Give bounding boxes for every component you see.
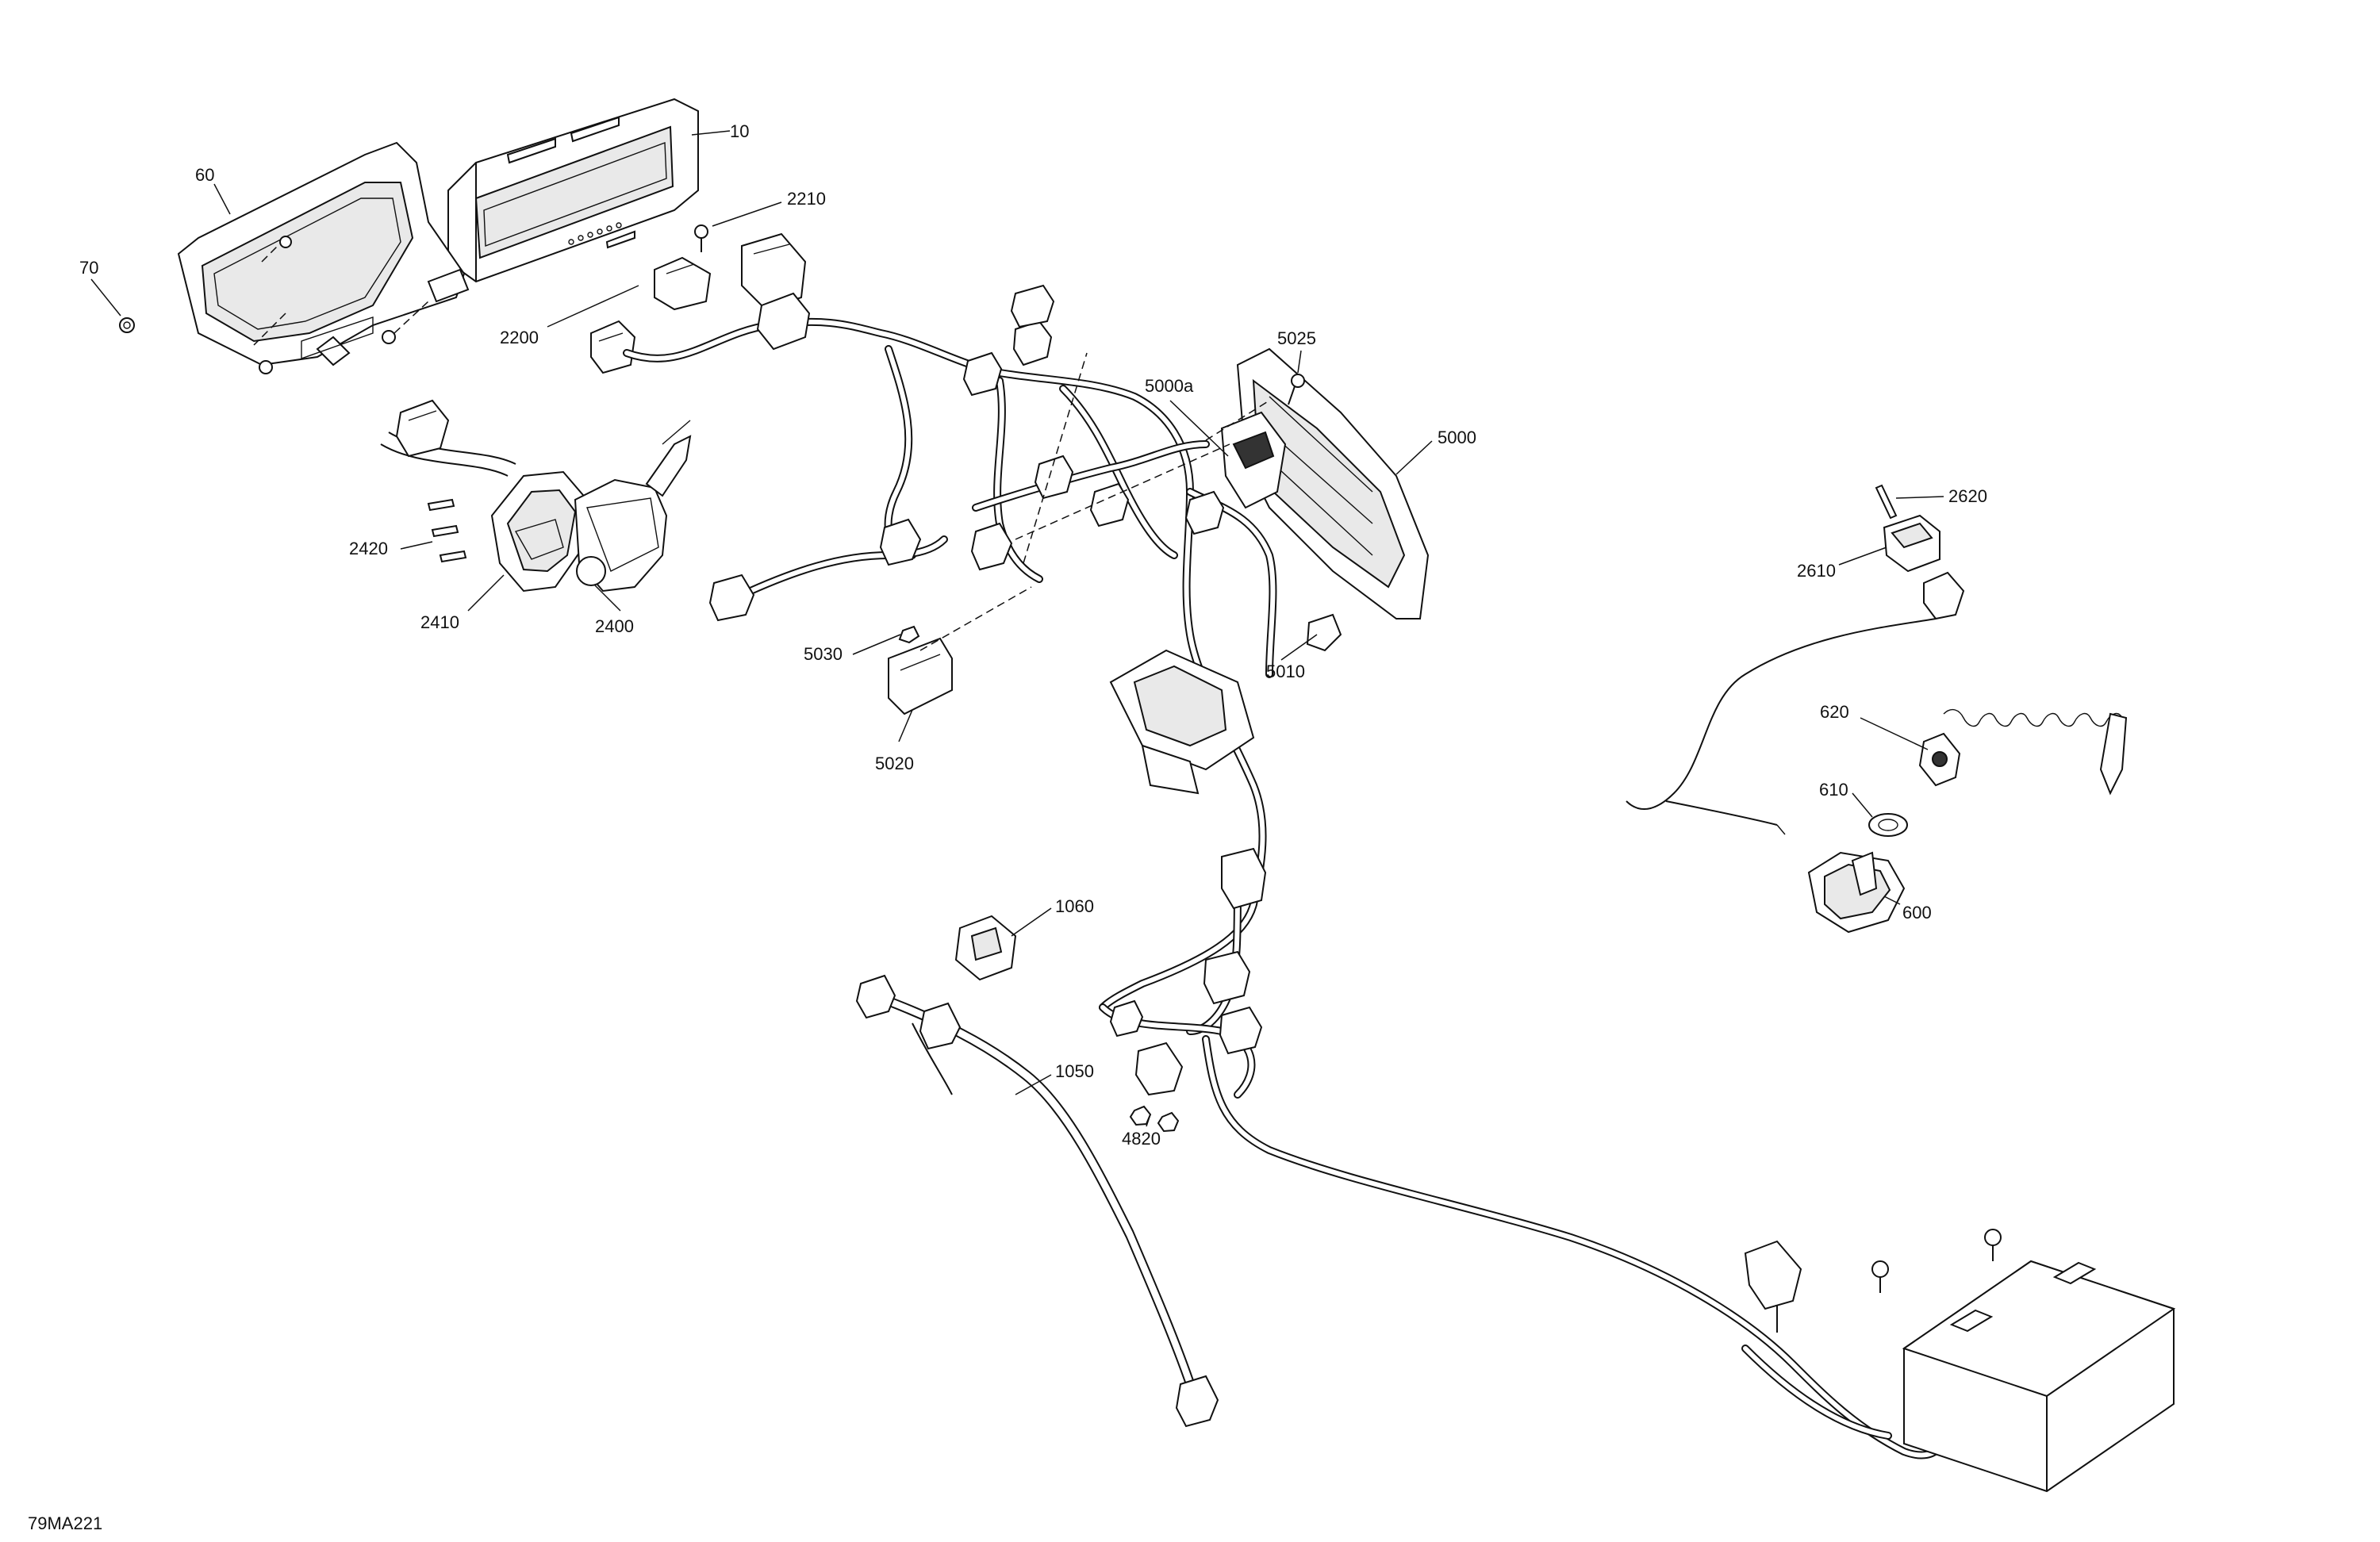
callout-2620: 2620 [1948,486,1987,506]
connector-part-2200 [654,232,807,311]
nut-part-4820 [1129,1105,1180,1133]
callout-610: 610 [1819,780,1848,800]
screw-part-5025 [1288,374,1305,405]
callout-1050: 1050 [1055,1061,1094,1081]
callout-600: 600 [1902,903,1932,923]
switch-part-1060 [954,915,1017,981]
screw-part-70 [119,301,429,374]
battery [1744,1229,2176,1493]
throttle-housing-part-2410 [490,470,589,593]
nut-part-5030 [898,625,920,644]
callout-5025: 5025 [1277,328,1316,348]
callout-620: 620 [1820,702,1849,722]
bracket-part-5020 [888,637,953,715]
callout-2210: 2210 [787,189,826,209]
callout-2610: 2610 [1797,561,1836,581]
sensor-lead-left [380,399,516,477]
callout-5020: 5020 [875,754,914,773]
callout-2400: 2400 [595,616,634,636]
instrument-cluster-part-10 [447,98,699,283]
callout-60: 60 [195,165,214,185]
screw-part-2210 [694,224,708,252]
callout-labels: 10 60 70 2210 2200 5025 5000a 5000 2620 … [79,121,1987,1149]
assembly-center-lines [919,352,1270,651]
sensor-connector-left [590,320,636,374]
nut-part-610 [1868,813,1908,837]
harness-part-1050 [855,974,1219,1428]
terminal-cap [1134,1041,1184,1096]
harness-connectors [708,284,1267,1055]
screw-part-2420 [427,498,467,563]
callout-4820: 4820 [1122,1129,1161,1149]
callout-2200: 2200 [500,328,539,347]
callout-1060: 1060 [1055,896,1094,916]
electronic-module-part-5000 [1220,347,1430,619]
tether-switch-part-2610 [1883,514,1940,573]
callout-10: 10 [730,121,749,141]
tether-base-part-600 [1807,851,1906,934]
throttle-lever-part-2400 [574,420,692,593]
relay-box [1109,649,1255,795]
drawing-id: 79MA221 [28,1513,102,1533]
callout-5000: 5000 [1438,428,1476,447]
tether-cord [1626,571,2128,835]
cluster-bezel-part-60 [177,141,470,366]
leader-lines [90,130,1944,1127]
callout-2410: 2410 [420,612,459,632]
callout-5030: 5030 [804,644,843,664]
callout-5000a: 5000a [1145,376,1194,396]
clip-part-5010 [1306,613,1342,652]
callout-5010: 5010 [1266,662,1305,681]
tether-key-part-620 [1918,732,1961,787]
callout-2420: 2420 [349,539,388,558]
pin-part-2620 [1875,484,1898,520]
callout-70: 70 [79,258,98,278]
